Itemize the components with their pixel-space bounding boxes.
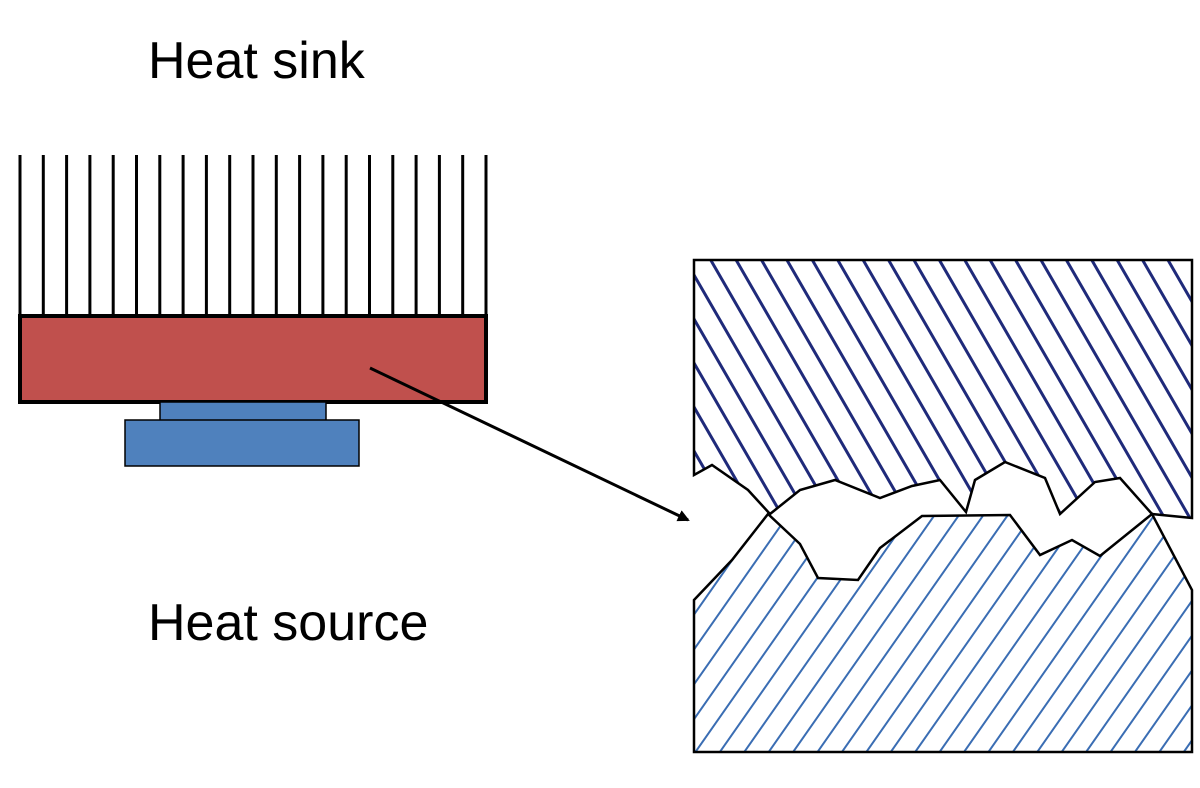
- lower-surface-block: [692, 512, 1194, 754]
- heat-source-chip-top: [159, 401, 327, 423]
- heat-source-chip-body: [124, 419, 360, 467]
- heat-source-label: Heat source: [148, 594, 428, 652]
- heat-sink-fins: [18, 155, 488, 316]
- upper-surface-block: [692, 258, 1194, 520]
- heat-sink-label: Heat sink: [148, 32, 366, 90]
- arrow-right-icon: [369, 366, 690, 522]
